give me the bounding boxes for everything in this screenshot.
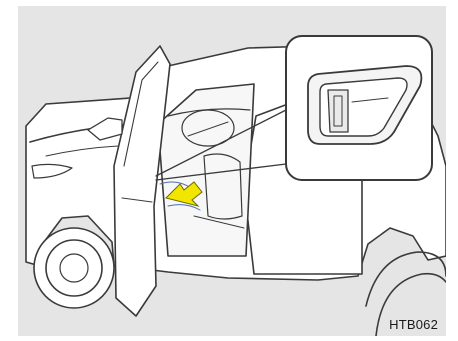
car-door-illustration <box>18 6 446 336</box>
inset-detail <box>286 36 432 180</box>
figure-code: HTB062 <box>389 317 438 332</box>
illustration-frame: HTB062 <box>18 6 446 336</box>
